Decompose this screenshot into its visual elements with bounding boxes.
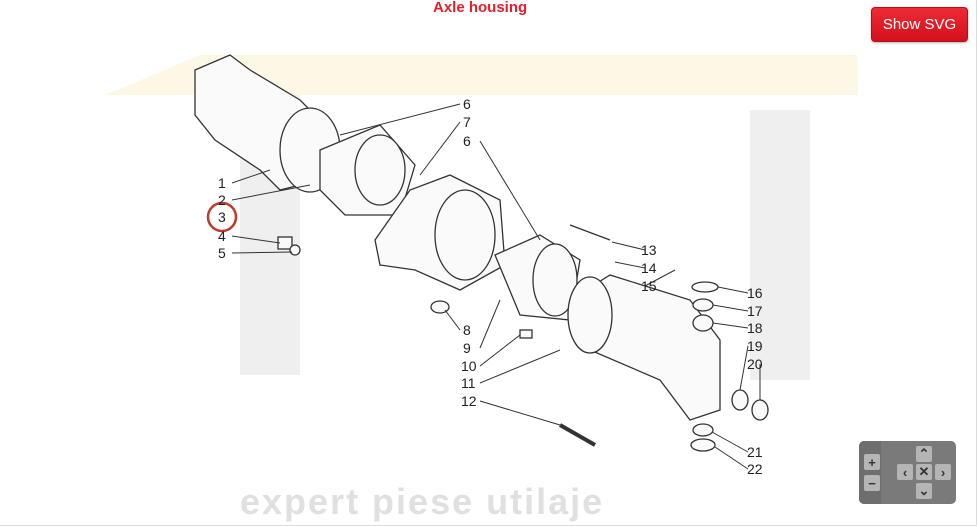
- callout[interactable]: 10: [461, 358, 477, 374]
- callout[interactable]: 2: [218, 192, 226, 208]
- watermark-band: [105, 55, 858, 95]
- pan-down-button[interactable]: ⌄: [916, 483, 932, 499]
- callout[interactable]: 6: [463, 96, 471, 112]
- page-title: Axle housing: [433, 0, 528, 16]
- callout[interactable]: 18: [747, 320, 763, 336]
- watermark-text: expert piese utilaje: [240, 481, 605, 522]
- callout[interactable]: 12: [461, 393, 477, 409]
- callout[interactable]: 20: [747, 356, 763, 372]
- callout[interactable]: 21: [747, 444, 763, 460]
- callout[interactable]: 14: [641, 260, 657, 276]
- callout[interactable]: 11: [461, 375, 476, 391]
- callout[interactable]: 6: [463, 133, 471, 149]
- pan-left-button[interactable]: ‹: [897, 464, 913, 480]
- callout[interactable]: 13: [641, 242, 657, 258]
- callout[interactable]: 17: [747, 303, 763, 319]
- callout[interactable]: 7: [463, 114, 471, 130]
- callout[interactable]: 4: [218, 228, 226, 244]
- callout[interactable]: 15: [641, 278, 657, 294]
- callout[interactable]: 9: [463, 340, 471, 356]
- zoom-panel: [859, 441, 881, 504]
- callout[interactable]: 5: [218, 245, 226, 261]
- parts-diagram[interactable]: [95, 25, 858, 525]
- callout[interactable]: 1: [218, 175, 226, 191]
- watermark-shape: [750, 110, 810, 380]
- callout[interactable]: 16: [747, 285, 763, 301]
- diagram-drawing: [105, 54, 858, 470]
- reset-button[interactable]: ✕: [916, 464, 932, 480]
- zoom-out-button[interactable]: −: [864, 475, 880, 491]
- pan-zoom-controls: + − ⌃ ‹ ✕ › ⌄: [859, 441, 956, 504]
- zoom-in-button[interactable]: +: [864, 454, 880, 470]
- pan-up-button[interactable]: ⌃: [916, 446, 932, 462]
- show-svg-button[interactable]: Show SVG: [871, 7, 968, 42]
- highlight-circle: [206, 201, 238, 233]
- callout[interactable]: 19: [747, 338, 763, 354]
- pan-right-button[interactable]: ›: [935, 464, 951, 480]
- callout-highlighted[interactable]: 3: [218, 209, 226, 225]
- callout[interactable]: 22: [747, 461, 763, 477]
- callout[interactable]: 8: [463, 322, 471, 338]
